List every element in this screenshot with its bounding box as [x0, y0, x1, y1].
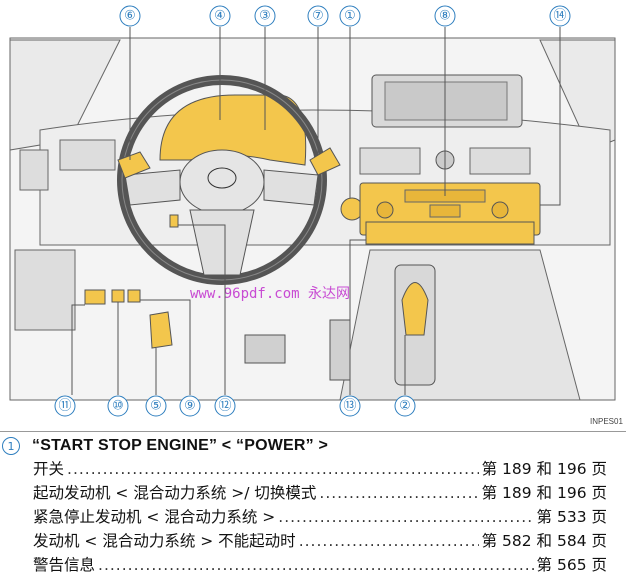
callout-8: ⑧ [439, 9, 451, 24]
callout-7: ⑦ [312, 9, 324, 24]
row-page-ref[interactable]: 第 189 和 196 页 [481, 460, 607, 478]
image-code: INPES01 [590, 417, 623, 426]
callout-4: ④ [214, 9, 226, 24]
row-label: 开关 [33, 460, 65, 478]
row-label: 警告信息 [33, 556, 96, 574]
callout-1: ① [344, 9, 356, 24]
entry-title: “START STOP ENGINE” < “POWER” > [32, 437, 329, 454]
callout-9: ⑨ [184, 399, 196, 414]
callout-13: ⑬ [343, 399, 356, 414]
row-page-ref[interactable]: 第 533 页 [536, 508, 607, 526]
callout-6: ⑥ [124, 9, 136, 24]
leader-dots [278, 505, 533, 529]
legend-entry: 1 “START STOP ENGINE” < “POWER” > 开关 第 1… [0, 431, 626, 578]
top-divider [0, 431, 626, 432]
callout-11: ⑪ [58, 399, 71, 414]
row-label: 发动机 < 混合动力系统 > 不能起动时 [33, 532, 296, 550]
bottom-callouts: ⑪ ⑩ ⑤ ⑨ ⑫ ⑬ ② [54, 395, 416, 417]
leader-dots [67, 457, 479, 481]
entry-number-badge: 1 [2, 437, 20, 455]
leader-dots [319, 481, 478, 505]
row-label: 紧急停止发动机 < 混合动力系统 > [33, 508, 276, 526]
top-callouts: ⑥ ④ ③ ⑦ ① ⑧ ⑭ [119, 5, 571, 27]
callout-14: ⑭ [553, 9, 566, 24]
callout-2: ② [399, 399, 411, 414]
entry-row[interactable]: 起动发动机 < 混合动力系统 >/ 切换模式 第 189 和 196 页 [33, 481, 607, 505]
callout-10: ⑩ [112, 399, 124, 414]
entry-header: 1 “START STOP ENGINE” < “POWER” > [0, 435, 328, 457]
callout-12: ⑫ [218, 399, 231, 414]
callout-5: ⑤ [150, 399, 162, 414]
entry-row[interactable]: 警告信息 第 565 页 [33, 553, 607, 577]
row-page-ref[interactable]: 第 565 页 [536, 556, 607, 574]
entry-row[interactable]: 发动机 < 混合动力系统 > 不能起动时 第 582 和 584 页 [33, 529, 607, 553]
row-label: 起动发动机 < 混合动力系统 >/ 切换模式 [33, 484, 317, 502]
watermark: www.96pdf.com 永达网 [190, 286, 350, 302]
row-page-ref[interactable]: 第 189 和 196 页 [481, 484, 607, 502]
entry-row[interactable]: 紧急停止发动机 < 混合动力系统 > 第 533 页 [33, 505, 607, 529]
row-page-ref[interactable]: 第 582 和 584 页 [481, 532, 607, 550]
entry-row[interactable]: 开关 第 189 和 196 页 [33, 457, 607, 481]
leader-dots [98, 553, 534, 577]
leader-dots [299, 529, 479, 553]
dashboard-illustration: www.96pdf.com 永达网 ⑥ ④ ③ ⑦ ① ⑧ ⑭ [9, 5, 624, 426]
callout-3: ③ [259, 9, 271, 24]
entry-rows: 开关 第 189 和 196 页 起动发动机 < 混合动力系统 >/ 切换模式 … [33, 457, 607, 577]
